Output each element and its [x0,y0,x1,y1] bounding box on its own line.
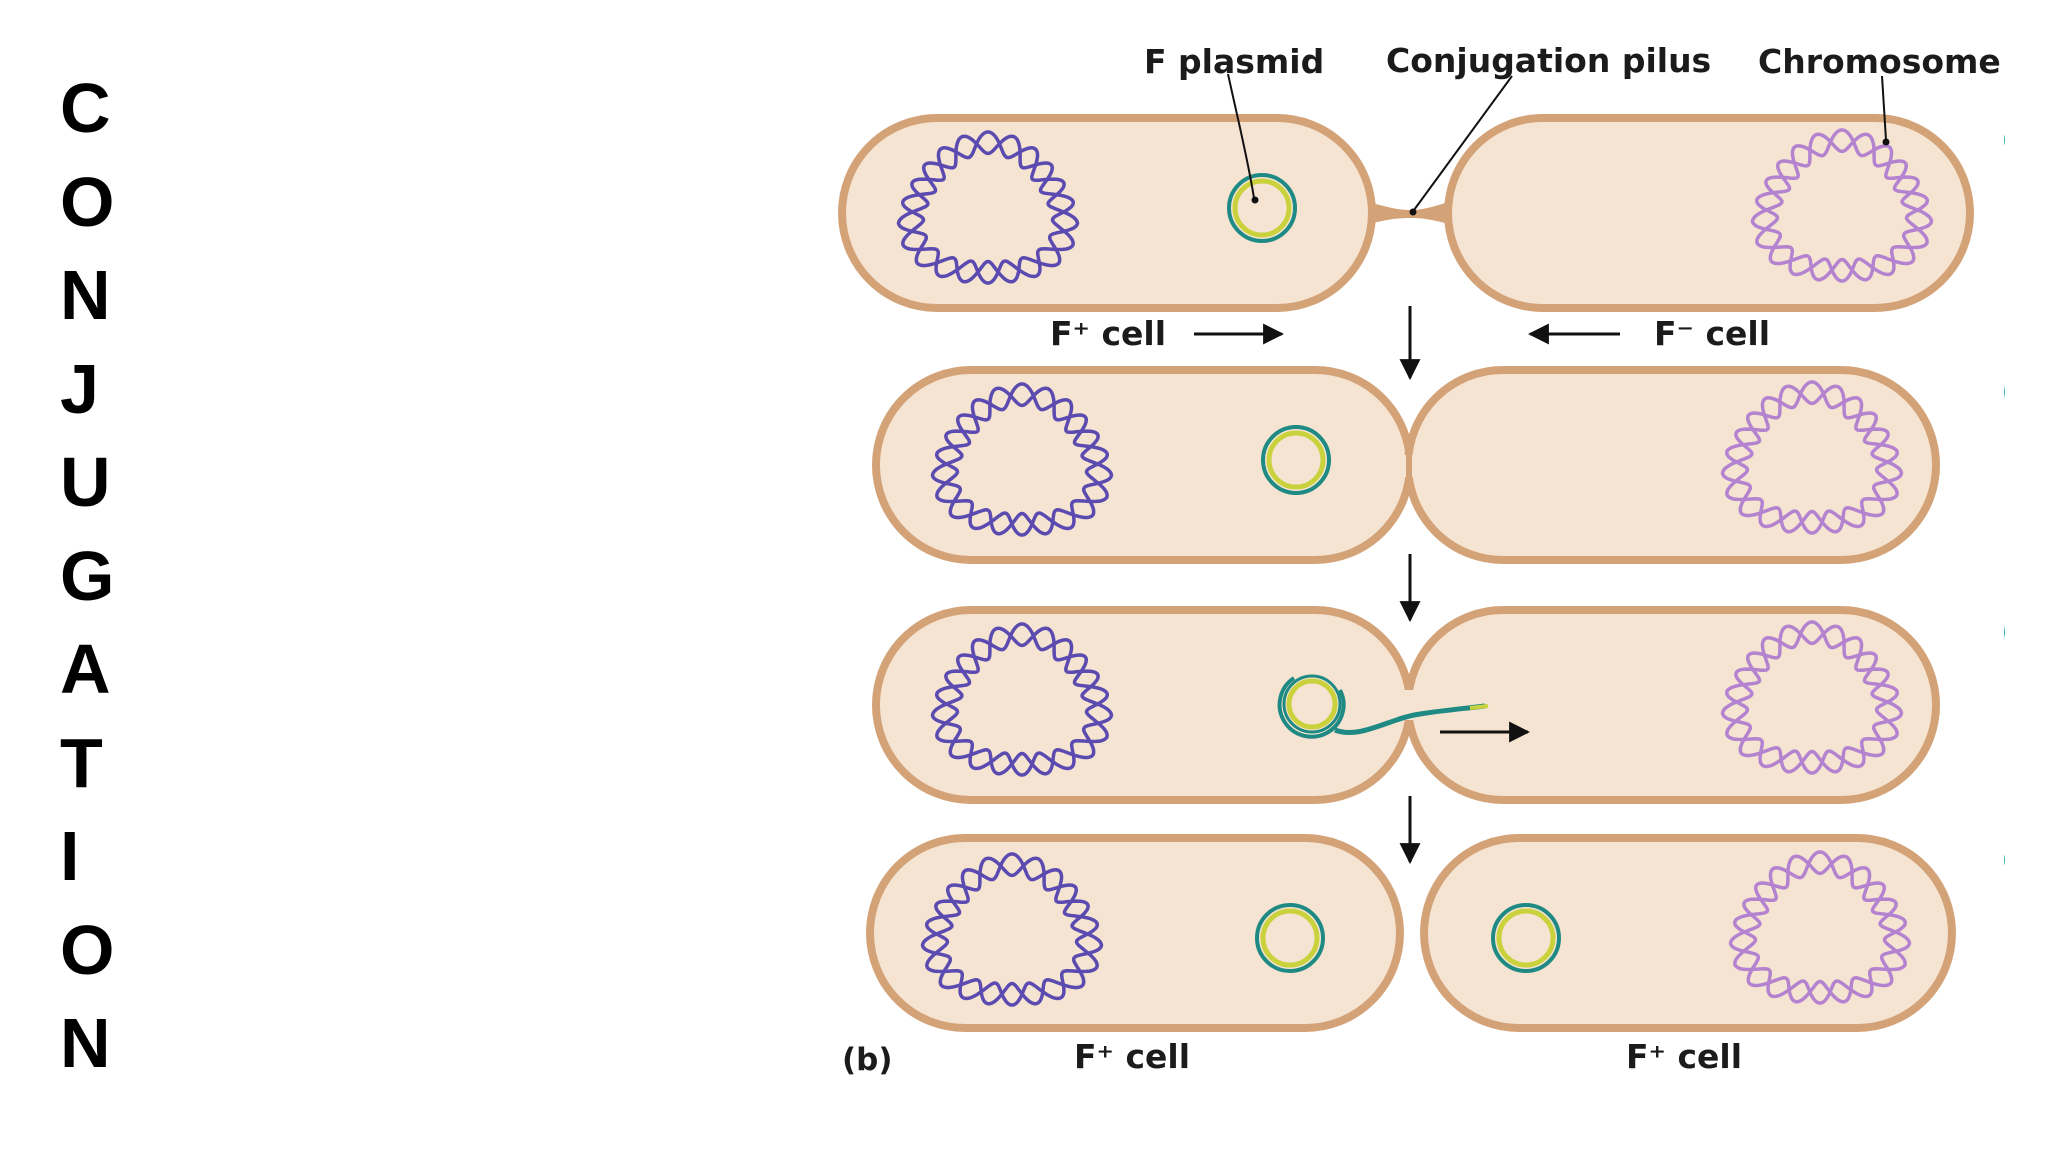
donor-cell [872,606,1414,804]
title-letter: O [60,910,115,989]
donor-chromosome [930,622,1114,777]
title-letter: U [60,443,111,521]
donor-chromosome [930,382,1114,537]
stage-1-pilus-contact [838,114,1974,312]
stage-2-contact [872,366,1940,564]
donor-cell [866,834,1404,1032]
donor-cell [838,114,1376,312]
f-minus-cell-label: F⁻ cell [1654,314,1770,353]
recipient-chromosome [1720,620,1904,775]
title-letter: N [60,256,111,334]
new-f-plus-cell [1420,834,1956,1032]
result-right-label: F⁺ cell [1626,1037,1742,1076]
f-plus-cell-label: F⁺ cell [1050,314,1166,353]
result-left-label: F⁺ cell [1074,1037,1190,1076]
conjugation-pilus [1360,200,1455,226]
f-plasmid-leader [1227,73,1255,199]
donor-chromosome [896,130,1080,285]
title-letter: J [60,349,99,428]
chromosome-strand [900,134,1076,285]
f-plasmid [1255,903,1325,973]
f-plasmid [1261,425,1331,495]
chromosome-strand [1732,854,1908,1005]
f-plasmid-label: F plasmid [1144,42,1324,81]
f-plasmid [1227,173,1297,243]
title-letter: G [60,536,115,615]
f-plasmid-replicating [1277,674,1346,739]
panel-label: (b) [842,1042,893,1078]
chromosome-strand [1724,384,1900,535]
recipient-chromosome [1750,128,1934,283]
chromosome-strand [1754,132,1930,283]
title-letter: O [60,162,115,241]
recipient-chromosome [1720,380,1904,535]
chromosome-strand [924,856,1100,1007]
chromosome-leader [1881,75,1887,141]
side-markers [2004,0,2048,1152]
f-plasmid-copy [1491,903,1561,973]
chromosome-label: Chromosome [1758,42,2001,81]
transferred-strand [1334,703,1486,736]
chromosome-strand [1724,624,1900,775]
chromosome-strand [934,386,1110,537]
recipient-cell [1444,114,1974,312]
stage-4-result [866,834,1956,1032]
donor-chromosome [920,852,1104,1007]
conjugation-pilus-label: Conjugation pilus [1386,41,1711,80]
pilus-leader [1413,75,1513,211]
title-letter: N [60,1004,111,1082]
chromosome-strand [934,626,1110,777]
title-letter: T [60,723,103,802]
recipient-chromosome [1728,850,1912,1005]
stage-3-transfer [872,606,1940,804]
title-letter: A [60,630,111,708]
title-letter: C [60,69,111,147]
title-letter: I [60,817,80,895]
